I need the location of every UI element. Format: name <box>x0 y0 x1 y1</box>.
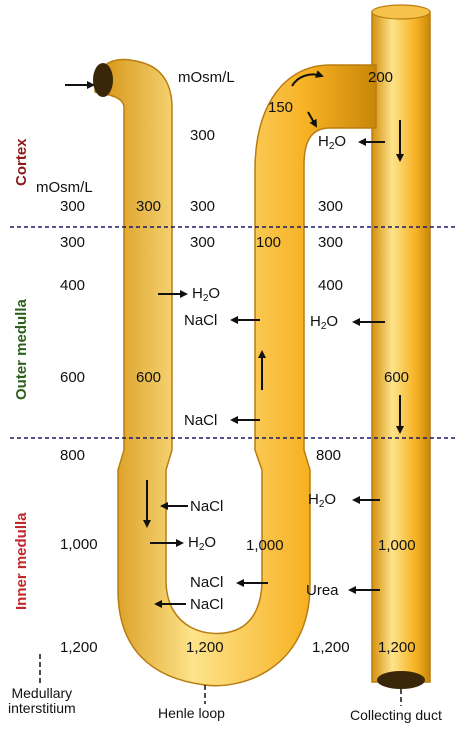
interstitium-value: 1,200 <box>60 639 98 656</box>
interstitium-value: 400 <box>60 277 86 294</box>
cortex-value: 300 <box>190 127 216 144</box>
h2o-label: H2O <box>310 313 339 332</box>
duct-side-value: 400 <box>318 277 344 294</box>
h2o-label: H2O <box>188 534 217 553</box>
caption-henle-loop: Henle loop <box>158 705 225 721</box>
collecting-duct <box>371 4 431 689</box>
dct-curve-arrow <box>291 70 324 87</box>
duct-value: 1,200 <box>378 639 416 656</box>
ascending-limb-value: 100 <box>256 234 282 251</box>
duct-value: 1,000 <box>378 537 416 554</box>
unit-label-left: mOsm/L <box>36 179 93 196</box>
duct-value: 600 <box>384 369 410 386</box>
descending-limb-value: 300 <box>136 198 162 215</box>
nacl-label: NaCl <box>190 574 224 591</box>
zone-cortex-label: Cortex <box>13 138 30 186</box>
nacl-label: NaCl <box>184 312 218 329</box>
interstitium-value: 800 <box>60 447 86 464</box>
h2o-label: H2O <box>318 133 347 152</box>
ascending-region-value: 300 <box>190 198 216 215</box>
henle-loop-tube <box>93 58 377 687</box>
nacl-label: NaCl <box>184 412 218 429</box>
caption-collecting-duct: Collecting duct <box>350 707 442 723</box>
interstitium-value: 300 <box>60 198 86 215</box>
ascending-region-value: 300 <box>190 234 216 251</box>
flow-arrows <box>65 70 404 608</box>
duct-value: 200 <box>368 69 394 86</box>
duct-side-value: 300 <box>318 198 344 215</box>
tubule-opening <box>93 63 113 97</box>
duct-side-value: 300 <box>318 234 344 251</box>
h2o-label: H2O <box>192 285 221 304</box>
interstitium-value: 600 <box>60 369 86 386</box>
nacl-label: NaCl <box>190 498 224 515</box>
zone-inner-medulla-label: Inner medulla <box>13 512 30 610</box>
urea-label: Urea <box>306 582 339 599</box>
descending-limb-value: 600 <box>136 369 162 386</box>
loop-bottom-value: 1,200 <box>186 639 224 656</box>
interstitium-value: 300 <box>60 234 86 251</box>
h2o-label: H2O <box>308 491 337 510</box>
caption-interstitium: Medullary interstitium <box>8 685 76 717</box>
unit-label-top: mOsm/L <box>178 69 235 86</box>
duct-opening <box>377 671 425 689</box>
nacl-label: NaCl <box>190 596 224 613</box>
dct-value: 150 <box>268 99 294 116</box>
duct-side-value: 800 <box>316 447 342 464</box>
duct-side-value: 1,200 <box>312 639 350 656</box>
zone-outer-medulla-label: Outer medulla <box>13 299 30 400</box>
dct-short-arrow <box>307 111 317 128</box>
interstitium-value: 1,000 <box>60 536 98 553</box>
ascending-limb-value: 1,000 <box>246 537 284 554</box>
